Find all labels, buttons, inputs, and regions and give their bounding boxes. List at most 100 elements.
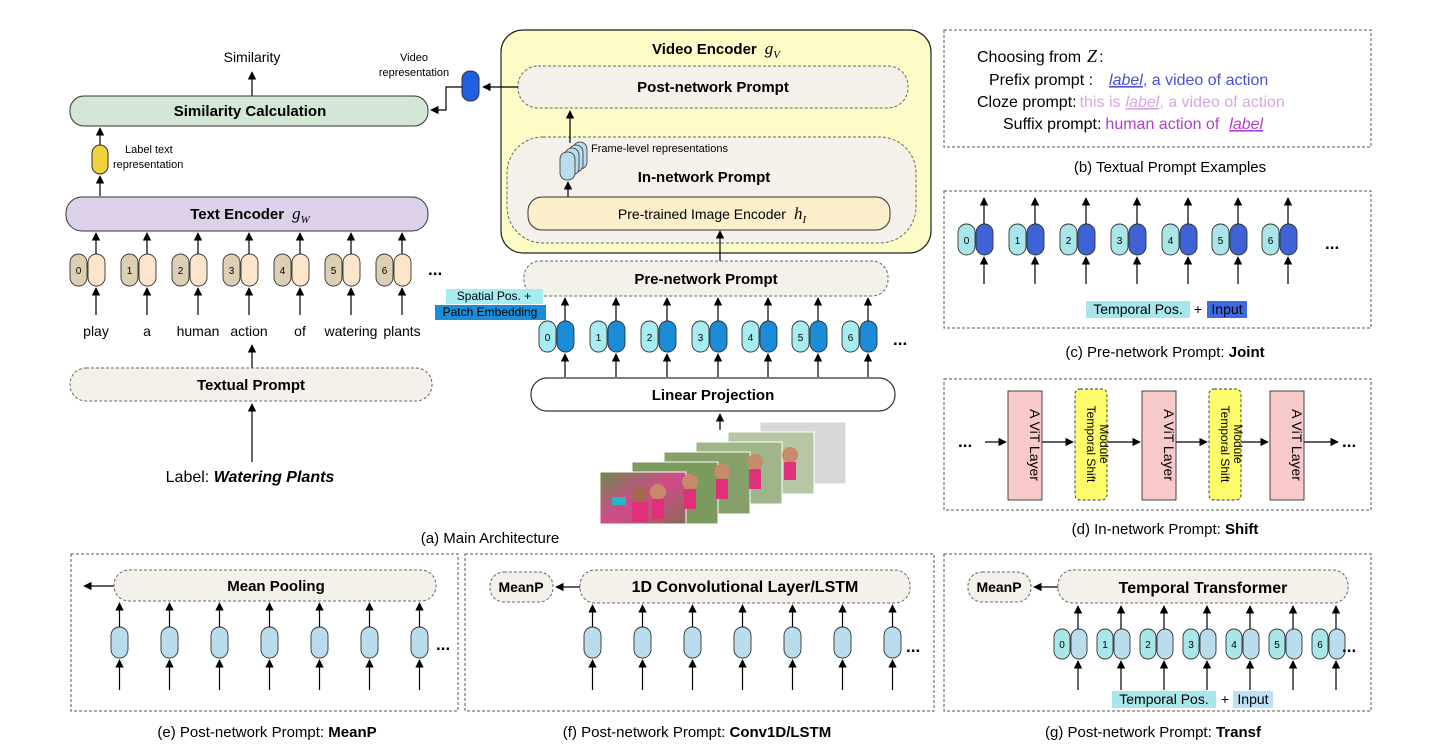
linear-projection-box xyxy=(530,377,896,412)
text-token-index-3 xyxy=(222,253,241,287)
video-token-embed-1 xyxy=(607,320,626,353)
transf-token-index-label-5: 5 xyxy=(1274,640,1280,651)
joint-token-index-4 xyxy=(1161,223,1180,256)
text-token-index-label-2: 2 xyxy=(178,266,184,277)
video-representation-token xyxy=(461,70,480,102)
joint-token-index-label-5: 5 xyxy=(1218,236,1224,247)
text-token-embed-5 xyxy=(342,253,361,287)
joint-token-index-label-6: 6 xyxy=(1268,236,1274,247)
in-network-prompt-label: In-network Prompt xyxy=(638,169,771,186)
video-token-index-1 xyxy=(589,320,608,353)
meanp-ellipsis: ... xyxy=(436,635,450,654)
conv-token-4 xyxy=(783,626,802,659)
g-input-label: Input xyxy=(1237,691,1268,707)
text-token-index-1 xyxy=(120,253,139,287)
word-label-1: a xyxy=(143,323,151,339)
shift-module-block-1 xyxy=(1074,388,1108,501)
video-token-index-6 xyxy=(841,320,860,353)
video-token-index-3 xyxy=(691,320,710,353)
text-token-embed-1 xyxy=(138,253,157,287)
video-token-index-5 xyxy=(791,320,810,353)
panel-b-frame xyxy=(943,29,1372,148)
temporal-pos-label: Temporal Pos. xyxy=(1093,301,1182,317)
conv-token-1 xyxy=(633,626,652,659)
frame-level-representation-stack xyxy=(559,141,588,181)
text-token-embed-6 xyxy=(393,253,412,287)
word-label-3: action xyxy=(230,323,267,339)
label-text-rep-line1: Label text xyxy=(125,144,173,156)
shift-module-label1-1: Temporal Shift xyxy=(1084,406,1098,483)
transf-meanp-label: MeanP xyxy=(976,579,1021,595)
g-temporal-pos-label: Temporal Pos. xyxy=(1119,691,1208,707)
word-label-2: human xyxy=(177,323,220,339)
video-rep-line1: Video xyxy=(400,52,428,64)
transf-token-index-2 xyxy=(1139,628,1157,660)
joint-token-embed-0 xyxy=(975,223,994,256)
transf-token-embed-0 xyxy=(1070,628,1088,660)
joint-token-embed-4 xyxy=(1179,223,1198,256)
conv-token-5 xyxy=(833,626,852,659)
meanp-token-2 xyxy=(210,626,229,659)
text-token-index-label-0: 0 xyxy=(76,266,82,277)
text-token-index-5 xyxy=(324,253,343,287)
input-highlight xyxy=(1207,301,1247,318)
joint-token-index-label-2: 2 xyxy=(1066,236,1072,247)
word-label-6: plants xyxy=(383,323,420,339)
panel-c-frame xyxy=(943,190,1372,329)
textual-prompt-label: Textual Prompt xyxy=(197,377,305,394)
video-token-index-label-6: 6 xyxy=(848,333,854,344)
shift-module-label1-3: Temporal Shift xyxy=(1218,406,1232,483)
conv-lstm-label: 1D Convolutional Layer/LSTM xyxy=(632,579,859,596)
text-token-index-label-3: 3 xyxy=(229,266,235,277)
transf-token-embed-3 xyxy=(1199,628,1217,660)
meanp-token-6 xyxy=(410,626,429,659)
linear-projection-label: Linear Projection xyxy=(652,387,775,404)
text-token-embed-0 xyxy=(87,253,106,287)
input-label: Input xyxy=(1211,301,1242,317)
spatial-pos-label: Spatial Pos. + xyxy=(457,289,531,303)
joint-token-index-2 xyxy=(1059,223,1078,256)
textual-prompt-box xyxy=(69,367,433,402)
word-label-0: play xyxy=(83,323,109,339)
temporal-plus: + xyxy=(1194,301,1202,317)
video-token-index-0 xyxy=(538,320,557,353)
vit-layer-block-2 xyxy=(1141,390,1177,501)
g-temporal-plus: + xyxy=(1221,691,1229,707)
video-token-index-label-3: 3 xyxy=(698,333,704,344)
transf-token-embed-5 xyxy=(1285,628,1303,660)
spatial-pos-highlight xyxy=(446,289,543,304)
text-token-embed-4 xyxy=(291,253,310,287)
conv-token-3 xyxy=(733,626,752,659)
text-token-embed-2 xyxy=(189,253,208,287)
conv-meanp-label: MeanP xyxy=(498,579,543,595)
image-encoder-box xyxy=(527,196,891,231)
transf-token-embed-2 xyxy=(1156,628,1174,660)
transf-ellipsis: ... xyxy=(1342,637,1356,656)
text-token-index-label-4: 4 xyxy=(280,266,286,277)
text-token-index-label-5: 5 xyxy=(331,266,337,277)
video-token-embed-4 xyxy=(759,320,778,353)
transf-token-index-0 xyxy=(1053,628,1071,660)
transf-meanp-box xyxy=(967,571,1032,603)
shift-ellipsis-right: ... xyxy=(1342,432,1356,451)
conv-token-2 xyxy=(683,626,702,659)
transf-token-embed-1 xyxy=(1113,628,1131,660)
temporal-pos-highlight xyxy=(1086,301,1190,318)
label-text-representation-token xyxy=(91,144,109,175)
shift-module-block-3 xyxy=(1208,388,1242,501)
joint-token-embed-3 xyxy=(1128,223,1147,256)
transf-token-index-3 xyxy=(1182,628,1200,660)
video-token-index-label-1: 1 xyxy=(596,333,602,344)
video-token-embed-5 xyxy=(809,320,828,353)
caption-a: (a) Main Architecture xyxy=(421,530,559,547)
joint-token-index-6 xyxy=(1261,223,1280,256)
similarity-label: Similarity xyxy=(224,49,281,65)
